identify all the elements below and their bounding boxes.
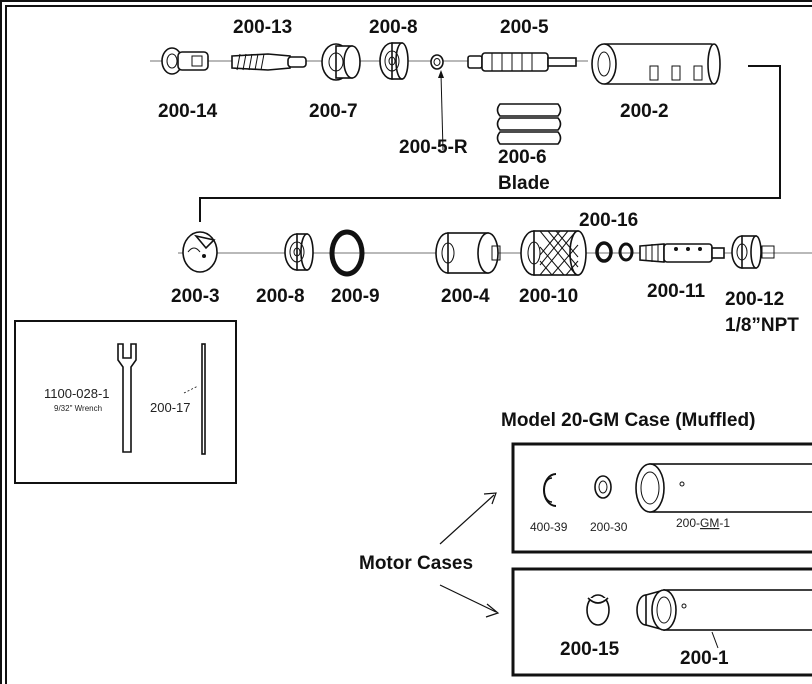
pointer-200-1 — [711, 631, 719, 649]
label-200-1: 200-1 — [680, 648, 729, 669]
label-200-8-bottom: 200-8 — [256, 286, 305, 307]
inner-border — [5, 5, 812, 684]
part-200-16-b — [618, 242, 634, 262]
label-200-gm-1: 200-GM-1 — [676, 516, 730, 530]
part-400-39 — [543, 473, 557, 507]
label-200-6: 200-6 — [498, 147, 547, 168]
label-muffled-case-title: Model 20-GM Case (Muffled) — [501, 410, 755, 431]
part-200-10 — [520, 230, 587, 276]
part-200-14 — [161, 47, 209, 75]
part-200-13 — [231, 53, 307, 71]
part-200-30 — [594, 475, 612, 499]
part-200-2 — [591, 43, 721, 85]
rod-pointer — [183, 385, 199, 394]
label-200-8-top: 200-8 — [369, 17, 418, 38]
label-200-14: 200-14 — [158, 101, 218, 122]
label-motor-cases: Motor Cases — [359, 553, 473, 574]
label-200-2: 200-2 — [620, 101, 669, 122]
label-200-9: 200-9 — [331, 286, 380, 307]
arrow-200-5-R — [440, 73, 444, 151]
label-200-30: 200-30 — [590, 520, 628, 534]
part-200-5 — [467, 52, 577, 72]
part-200-7 — [321, 43, 361, 81]
arrow-to-standard — [439, 584, 497, 613]
rod-icon — [201, 343, 206, 455]
part-200-8-top — [379, 42, 409, 80]
part-200-6-blades — [496, 103, 562, 145]
connector-line — [199, 65, 781, 222]
part-200-gm-1 — [635, 463, 812, 513]
label-200-7: 200-7 — [309, 101, 358, 122]
label-npt: 1/8”NPT — [725, 315, 799, 336]
label-200-17: 200-17 — [150, 400, 190, 415]
part-200-1 — [636, 588, 812, 632]
label-200-15: 200-15 — [560, 639, 620, 660]
wrench-icon — [117, 343, 137, 453]
label-200-11: 200-11 — [647, 281, 706, 302]
label-blade: Blade — [498, 173, 550, 194]
label-1100-028-1: 1100-028-1 — [44, 386, 110, 401]
arrowhead-200-5-R — [438, 70, 444, 78]
arrowhead-muffled — [483, 492, 497, 505]
part-200-11 — [639, 243, 725, 263]
label-200-16: 200-16 — [579, 210, 638, 231]
label-200-4: 200-4 — [441, 286, 490, 307]
part-200-3 — [182, 231, 218, 273]
part-200-4 — [435, 232, 501, 274]
part-200-15 — [586, 594, 610, 626]
label-200-5: 200-5 — [500, 17, 549, 38]
part-200-12 — [731, 235, 775, 269]
label-400-39: 400-39 — [530, 520, 568, 534]
label-200-12: 200-12 — [725, 289, 784, 310]
label-200-3: 200-3 — [171, 286, 220, 307]
part-200-16-a — [595, 241, 613, 263]
label-200-10: 200-10 — [519, 286, 578, 307]
arrowhead-standard — [485, 603, 500, 618]
label-wrench-desc: 9/32" Wrench — [54, 404, 102, 413]
label-200-13: 200-13 — [233, 17, 292, 38]
part-200-8-bottom — [284, 233, 314, 271]
part-200-9 — [329, 229, 365, 277]
arrow-to-muffled — [439, 494, 495, 545]
part-200-5-R — [430, 54, 444, 70]
label-200-5-R: 200-5-R — [399, 137, 468, 158]
